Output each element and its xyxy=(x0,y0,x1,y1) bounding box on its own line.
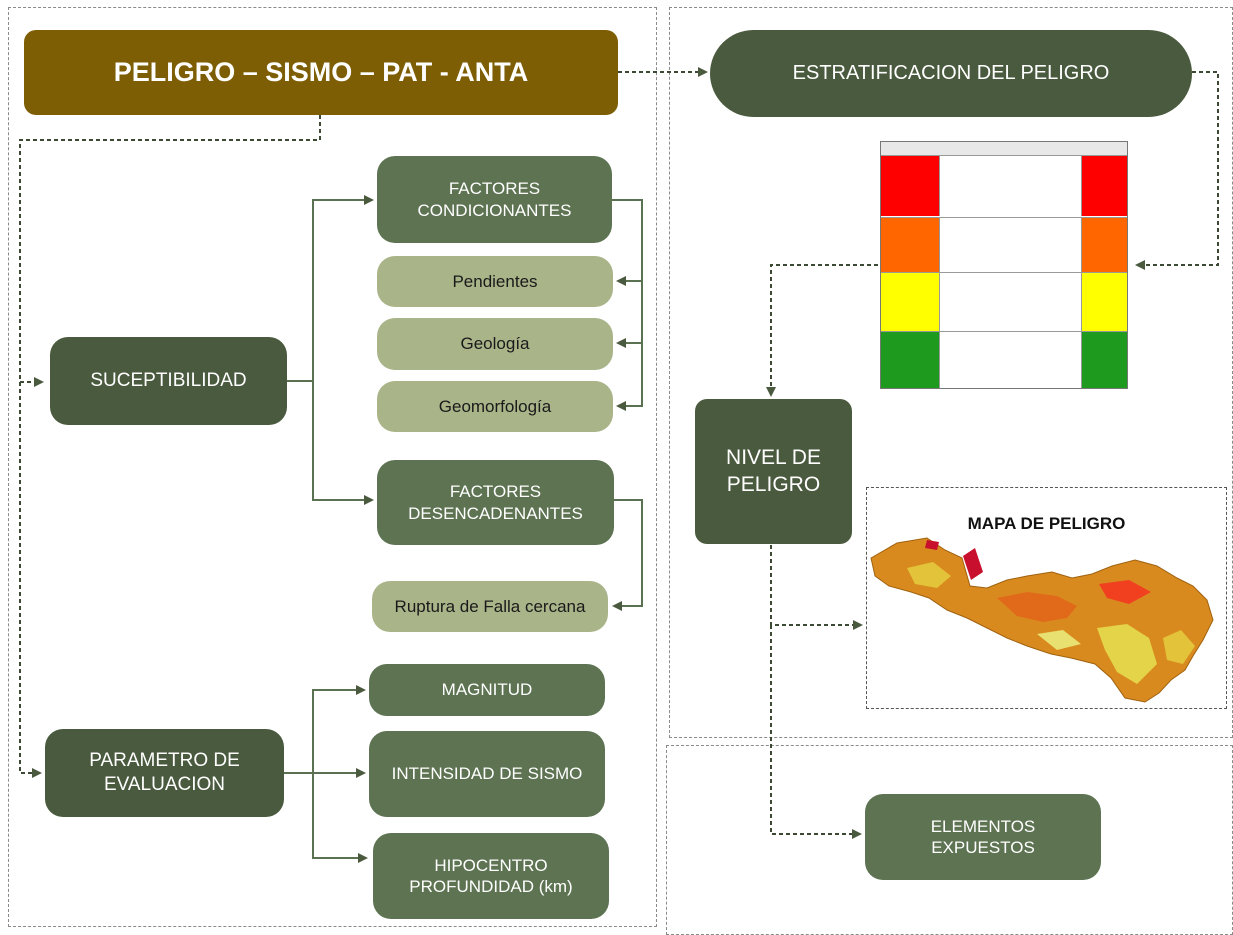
susceptibilidad-box: SUCEPTIBILIDAD xyxy=(50,337,287,425)
parametro-evaluacion-box: PARAMETRO DE EVALUACION xyxy=(45,729,284,817)
nivel-peligro-box: NIVEL DE PELIGRO xyxy=(695,399,852,544)
title-box: PELIGRO – SISMO – PAT - ANTA xyxy=(24,30,618,115)
mapa-peligro-frame: MAPA DE PELIGRO xyxy=(866,487,1227,709)
factores-desencadenantes-box: FACTORES DESENCADENANTES xyxy=(377,460,614,545)
range-cell-bajo xyxy=(1082,332,1127,388)
range-cell-alto xyxy=(1082,218,1127,272)
hazard-map-image xyxy=(870,537,1214,703)
description-cell xyxy=(939,218,1082,272)
table-row-bajo xyxy=(881,331,1127,388)
magnitud-box: MAGNITUD xyxy=(369,664,605,716)
level-cell-alto xyxy=(881,218,939,272)
table-row-medio xyxy=(881,272,1127,334)
pendientes-box: Pendientes xyxy=(377,256,613,307)
estratificacion-table-bajo xyxy=(880,331,1128,389)
table-row-muy-alto xyxy=(881,156,1127,216)
description-cell xyxy=(939,332,1082,388)
geologia-box: Geología xyxy=(377,318,613,370)
geomorfologia-box: Geomorfología xyxy=(377,381,613,432)
estratificacion-box: ESTRATIFICACION DEL PELIGRO xyxy=(710,30,1192,117)
intensidad-box: INTENSIDAD DE SISMO xyxy=(369,731,605,817)
mapa-title: MAPA DE PELIGRO xyxy=(967,514,1126,533)
estratificacion-table xyxy=(880,141,1128,334)
ruptura-falla-box: Ruptura de Falla cercana xyxy=(372,581,608,632)
left-panel xyxy=(8,7,657,927)
elementos-expuestos-box: ELEMENTOS EXPUESTOS xyxy=(865,794,1101,880)
level-cell-medio xyxy=(881,273,939,334)
range-cell-muy-alto xyxy=(1082,156,1127,216)
factores-condicionantes-box: FACTORES CONDICIONANTES xyxy=(377,156,612,243)
table-row-alto xyxy=(881,217,1127,272)
level-cell-bajo xyxy=(881,332,939,388)
description-cell xyxy=(939,273,1082,334)
table-header-row xyxy=(881,142,1127,156)
description-cell xyxy=(939,156,1082,216)
hipocentro-box: HIPOCENTRO PROFUNDIDAD (km) xyxy=(373,833,609,919)
level-cell-muy-alto xyxy=(881,156,939,216)
range-cell-medio xyxy=(1082,273,1127,334)
